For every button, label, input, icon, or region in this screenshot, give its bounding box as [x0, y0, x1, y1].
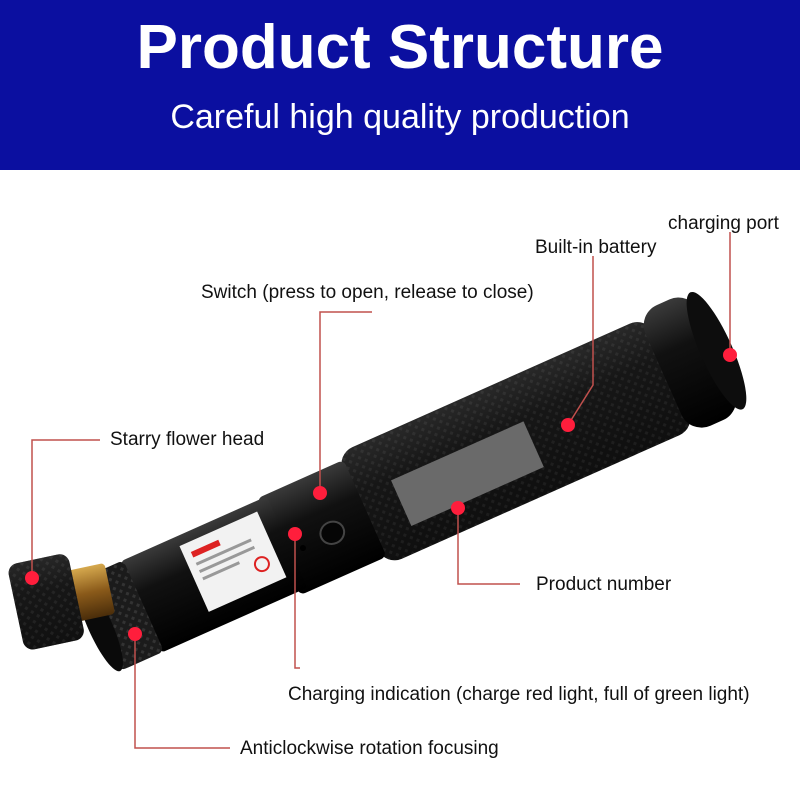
product-number-plate — [391, 421, 544, 527]
line-rotation-focusing — [134, 636, 230, 749]
dot-built-in-battery — [561, 418, 575, 432]
header-banner: Product Structure Careful high quality p… — [0, 0, 800, 170]
line-charging-indication — [294, 536, 300, 669]
brass-thread — [67, 563, 115, 621]
warning-sticker — [179, 511, 287, 612]
tail-cap — [643, 297, 737, 428]
page-title: Product Structure — [136, 13, 664, 82]
label-charging-port: charging port — [668, 213, 779, 234]
laser-body — [76, 291, 747, 672]
dot-charging-indication — [288, 527, 302, 541]
label-switch: Switch (press to open, release to close) — [201, 282, 534, 303]
callout-lines — [31, 232, 731, 749]
label-product-number: Product number — [536, 574, 672, 595]
dot-charging-port — [723, 348, 737, 362]
label-starry-flower-head: Starry flower head — [110, 429, 265, 450]
line-starry-flower-head — [31, 439, 100, 578]
label-rotation-focusing: Anticlockwise rotation focusing — [240, 738, 499, 759]
dot-switch — [313, 486, 327, 500]
line-product-number — [457, 508, 520, 585]
line-switch — [319, 311, 372, 493]
line-built-in-battery — [567, 256, 594, 426]
label-built-in-battery: Built-in battery — [535, 237, 657, 258]
dot-rotation-focusing — [128, 627, 142, 641]
dot-product-number — [451, 501, 465, 515]
switch-button — [319, 520, 346, 545]
dot-starry-flower-head — [25, 571, 39, 585]
label-charging-indication: Charging indication (charge red light, f… — [288, 684, 750, 705]
marker-dots — [25, 348, 737, 641]
indicator-hole — [299, 545, 306, 552]
page-subtitle: Careful high quality production — [170, 98, 630, 136]
